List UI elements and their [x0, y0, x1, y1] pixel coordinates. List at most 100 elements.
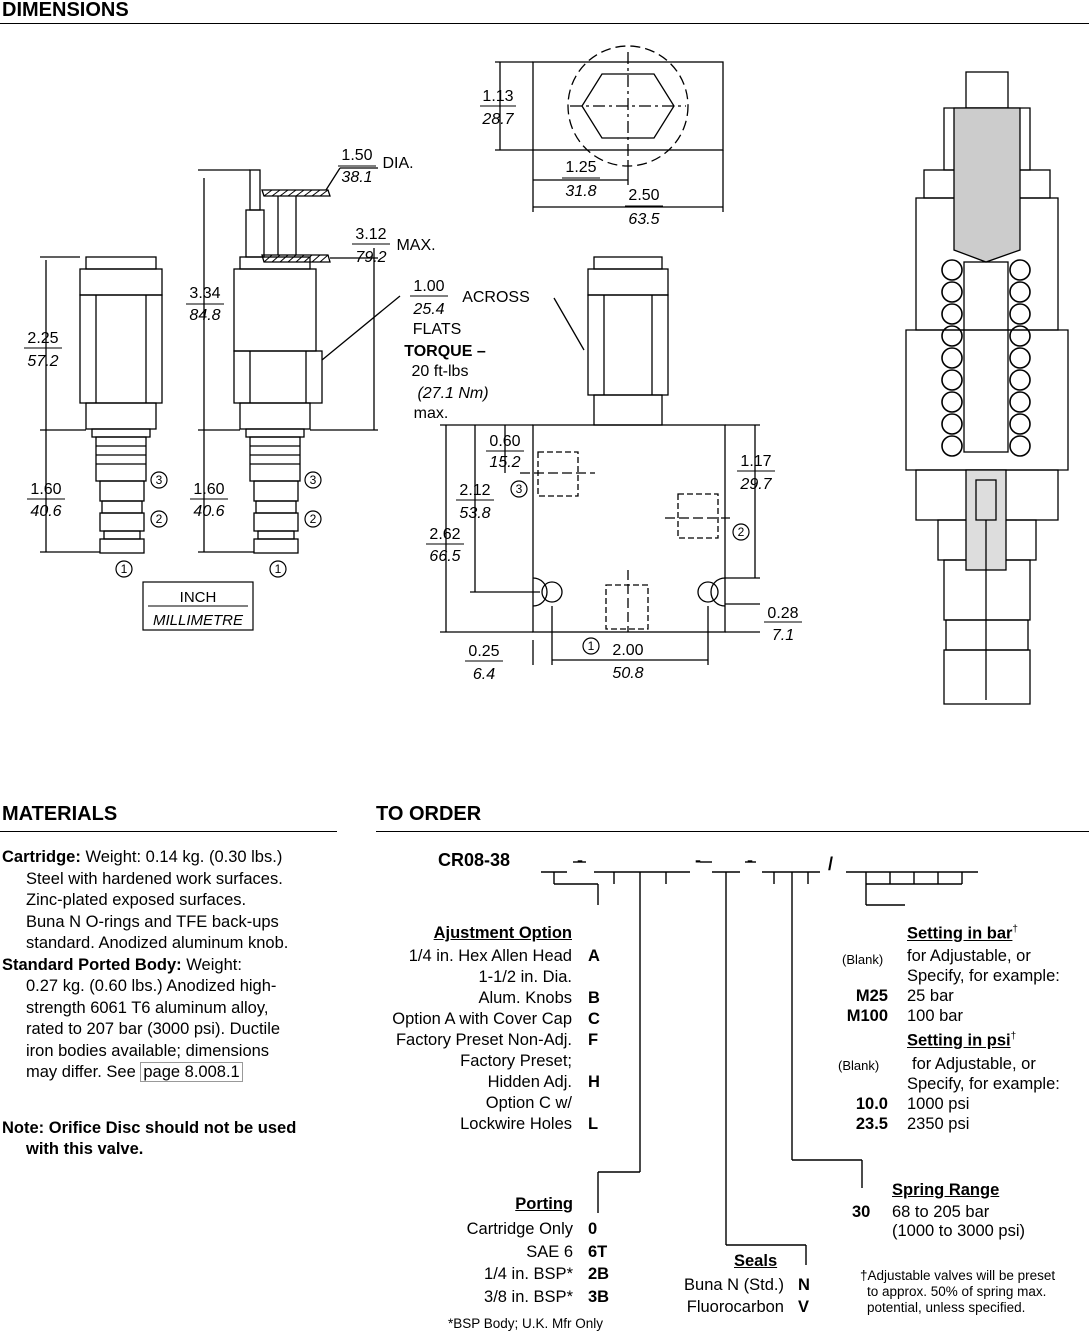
svg-text:3.12: 3.12 — [355, 226, 386, 243]
porting-heading: Porting — [515, 1195, 573, 1213]
adjustment-labels: 1/4 in. Hex Allen Head 1-1/2 in. Dia. Al… — [330, 946, 572, 1135]
port-label-1c: 1 — [588, 639, 595, 653]
svg-text:2.50: 2.50 — [628, 187, 659, 204]
cartridge-label: Cartridge: — [2, 848, 81, 866]
svg-text:84.8: 84.8 — [189, 307, 220, 324]
svg-text:29.7: 29.7 — [739, 476, 772, 493]
svg-text:1.60: 1.60 — [30, 481, 61, 498]
svg-text:ACROSS: ACROSS — [462, 289, 530, 306]
porting-label: SAE 6 — [526, 1242, 573, 1261]
materials-body: Cartridge: Weight: 0.14 kg. (0.30 lbs.) … — [2, 847, 342, 1161]
footnote-line: to approx. 50% of spring max. — [867, 1284, 1047, 1299]
seals-heading: Seals — [734, 1252, 778, 1270]
port-label-2c: 2 — [738, 525, 745, 539]
cartridge-line: standard. Anodized aluminum knob. — [26, 934, 289, 952]
adjustment-code: L — [588, 1115, 599, 1133]
svg-text:2.62: 2.62 — [429, 526, 460, 543]
svg-text:50.8: 50.8 — [612, 665, 643, 682]
setting-psi-codes: 10.0 23.5 — [820, 1094, 888, 1134]
setting-bar-example: 100 bar — [907, 1007, 963, 1025]
setting-bar-line: Specify, for example: — [907, 967, 1060, 985]
port-label-3b: 3 — [310, 473, 317, 487]
adjustment-label: Lockwire Holes — [460, 1115, 572, 1133]
svg-text:-: - — [577, 850, 583, 870]
svg-text:3.34: 3.34 — [189, 285, 220, 302]
body-line: rated to 207 bar (3000 psi). Ductile — [26, 1020, 281, 1038]
svg-text:2.12: 2.12 — [459, 482, 490, 499]
setting-psi-blank: (Blank) — [838, 1058, 880, 1073]
header-rule — [0, 23, 1089, 24]
cartridge-knob-view — [233, 169, 331, 554]
porting-code: 3B — [588, 1287, 610, 1306]
setting-psi-example: 1000 psi — [907, 1095, 970, 1113]
model-code: CR08-38 — [438, 850, 511, 870]
body-label: Standard Ported Body: — [2, 955, 182, 974]
adjustment-label: Factory Preset; — [460, 1052, 572, 1070]
svg-text:0.25: 0.25 — [468, 643, 499, 660]
body-line: strength 6061 T6 aluminum alloy, — [26, 998, 269, 1017]
order-rule — [376, 831, 1089, 832]
dagger: † — [1010, 1031, 1017, 1042]
svg-text:-: - — [695, 850, 701, 870]
adjustment-label: 1-1/2 in. Dia. — [478, 968, 572, 986]
setting-psi-code: 23.5 — [855, 1115, 888, 1133]
porting-code: 0 — [588, 1220, 598, 1238]
svg-text:1.00: 1.00 — [413, 278, 444, 295]
setting-bar-example: 25 bar — [907, 987, 954, 1005]
svg-text:38.1: 38.1 — [341, 169, 372, 186]
spring-line: (1000 to 3000 psi) — [892, 1222, 1026, 1240]
cartridge-plain-view — [79, 256, 163, 554]
setting-bar-desc: for Adjustable, or Specify, for example:… — [907, 946, 1060, 1026]
setting-bar-codes: M25 M100 — [820, 986, 888, 1026]
body-line: may differ. See — [26, 1063, 136, 1081]
svg-text:DIA.: DIA. — [382, 155, 413, 172]
setting-psi-heading-text: Setting in psi — [907, 1031, 1011, 1050]
adjustment-label: Option A with Cover Cap — [392, 1010, 572, 1028]
svg-text:40.6: 40.6 — [30, 503, 61, 520]
page-link[interactable]: page 8.008.1 — [140, 1062, 243, 1082]
setting-bar-heading: Setting in bar† — [907, 924, 1018, 944]
svg-text:79.2: 79.2 — [355, 249, 386, 266]
svg-text:/: / — [828, 854, 833, 874]
preset-footnote: †Adjustable valves will be preset to app… — [860, 1268, 1055, 1316]
setting-psi-code: 10.0 — [855, 1095, 888, 1113]
svg-text:31.8: 31.8 — [565, 183, 596, 200]
spring-values: 68 to 205 bar (1000 to 3000 psi) — [892, 1203, 1025, 1241]
adjustment-codes: A B C F H L — [588, 946, 600, 1135]
seals-labels: Buna N (Std.) Fluorocarbon — [640, 1274, 784, 1318]
footnote-line: †Adjustable valves will be preset — [860, 1268, 1056, 1283]
svg-text:1.13: 1.13 — [482, 88, 513, 105]
spring-heading: Spring Range — [892, 1181, 1000, 1199]
seals-label: Fluorocarbon — [686, 1298, 784, 1316]
order-title: TO ORDER — [376, 803, 482, 825]
adjustment-code: B — [588, 989, 600, 1007]
svg-text:66.5: 66.5 — [429, 548, 460, 565]
adjustment-label: Alum. Knobs — [478, 989, 572, 1007]
setting-bar-code: M100 — [846, 1007, 888, 1025]
svg-text:7.1: 7.1 — [772, 627, 794, 644]
setting-psi-heading: Setting in psi† — [907, 1031, 1016, 1051]
svg-text:FLATS: FLATS — [413, 321, 462, 338]
cartridge-weight: Weight: 0.14 kg. (0.30 lbs.) — [85, 848, 283, 866]
svg-text:6.4: 6.4 — [473, 666, 495, 683]
note-line: with this valve. — [26, 1140, 144, 1158]
svg-text:20 ft-lbs: 20 ft-lbs — [412, 363, 469, 380]
porting-codes: 0 6T 2B 3B — [588, 1218, 609, 1308]
port-label-2b: 2 — [310, 512, 317, 526]
body-view — [440, 256, 760, 665]
seals-label: Buna N (Std.) — [684, 1276, 784, 1294]
port-label-1b: 1 — [275, 562, 282, 576]
setting-bar-line: for Adjustable, or — [907, 947, 1031, 965]
adjustment-label: Factory Preset Non-Adj. — [395, 1031, 572, 1049]
seals-codes: N V — [798, 1274, 810, 1318]
adjustment-code: H — [588, 1073, 600, 1091]
setting-bar-blank: (Blank) — [842, 952, 884, 967]
svg-text:1.60: 1.60 — [193, 481, 224, 498]
legend-mm: MILLIMETRE — [153, 612, 244, 629]
svg-text:1.25: 1.25 — [565, 159, 596, 176]
body-line: 0.27 kg. (0.60 lbs.) Anodized high- — [26, 977, 277, 995]
svg-text:max.: max. — [414, 405, 449, 422]
section-view — [905, 71, 1069, 705]
porting-label: 3/8 in. BSP* — [484, 1287, 573, 1306]
